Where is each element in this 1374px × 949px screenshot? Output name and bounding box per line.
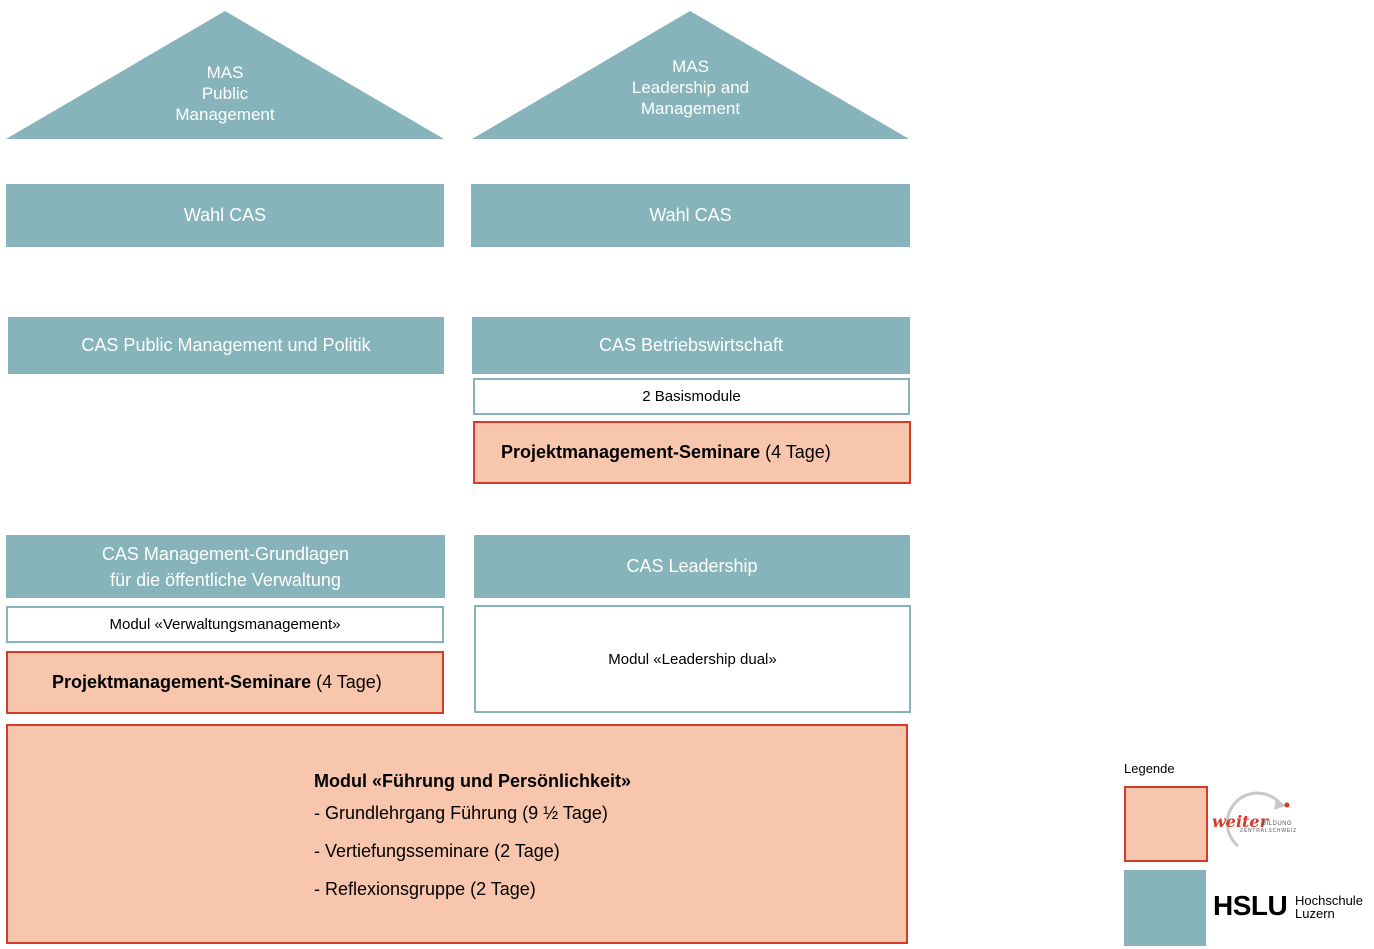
weiterbildung-sub2: ZENTRALSCHWEIZ: [1240, 828, 1298, 834]
cas-leadership: CAS Leadership: [474, 535, 910, 598]
cas-public-management-politik: CAS Public Management und Politik: [8, 317, 444, 374]
wahl-cas-left: Wahl CAS: [6, 184, 444, 247]
hslu-sub1: Hochschule: [1295, 893, 1363, 908]
module-item: - Reflexionsgruppe (2 Tage): [314, 879, 536, 899]
wahl-cas-right: Wahl CAS: [471, 184, 910, 247]
module-content: Modul «Führung und Persönlichkeit» - Gru…: [314, 770, 631, 916]
seminar-title: Projektmanagement-Seminare: [501, 442, 761, 462]
legend-title: Legende: [1124, 761, 1175, 776]
modul-leadership-dual: Modul «Leadership dual»: [474, 605, 911, 713]
hslu-sub2: Luzern: [1295, 906, 1335, 921]
module-item: - Grundlehrgang Führung (9 ½ Tage): [314, 803, 608, 823]
roof-triangle-left: [6, 11, 444, 139]
weiterbildung-logo: weiter BILDUNG ZENTRALSCHWEIZ: [1210, 786, 1300, 864]
roof-line: Management: [640, 99, 741, 118]
modul-fuehrung-persoenlichkeit: Modul «Führung und Persönlichkeit» - Gru…: [6, 724, 908, 944]
roof-title-left: MAS Public Management: [6, 62, 444, 125]
projektmanagement-seminar-left: Projektmanagement-Seminare (4 Tage): [6, 651, 444, 714]
roof-line: Public: [201, 84, 249, 103]
projektmanagement-seminar-right: Projektmanagement-Seminare (4 Tage): [473, 421, 911, 484]
mas-leadership-management-roof: MAS Leadership and Management: [472, 11, 909, 139]
basismodule-box: 2 Basismodule: [473, 378, 910, 415]
cas-line: CAS Management-Grundlagen: [101, 543, 350, 564]
seminar-title: Projektmanagement-Seminare: [52, 672, 312, 692]
cas-betriebswirtschaft: CAS Betriebswirtschaft: [472, 317, 910, 374]
legend-swatch-salmon: [1124, 786, 1208, 862]
roof-line: MAS: [672, 57, 709, 76]
roof-line: Leadership and: [631, 78, 750, 97]
roof-line: MAS: [206, 63, 244, 82]
weiterbildung-logo-mark: [1225, 791, 1290, 848]
legend-swatch-teal: [1124, 870, 1206, 946]
weiterbildung-sub1: BILDUNG: [1262, 821, 1293, 827]
mas-public-management-roof: MAS Public Management: [6, 11, 444, 139]
cas-line: für die öffentliche Verwaltung: [110, 569, 341, 590]
seminar-duration: (4 Tage): [311, 672, 382, 692]
hslu-word: HSLU: [1213, 890, 1288, 921]
module-item: - Vertiefungsseminare (2 Tage): [314, 841, 560, 861]
roof-title-right: MAS Leadership and Management: [472, 56, 909, 119]
module-title: Modul «Führung und Persönlichkeit»: [314, 771, 632, 791]
modul-verwaltungsmanagement: Modul «Verwaltungsmanagement»: [6, 606, 444, 643]
roof-triangle-right: [472, 11, 909, 139]
cas-management-grundlagen: CAS Management-Grundlagen für die öffent…: [6, 535, 445, 598]
seminar-duration: (4 Tage): [760, 442, 831, 462]
roof-line: Management: [175, 105, 275, 124]
weiterbildung-word: weiter: [1212, 812, 1269, 831]
hslu-logo: HSLU Hochschule Luzern: [1213, 890, 1373, 926]
